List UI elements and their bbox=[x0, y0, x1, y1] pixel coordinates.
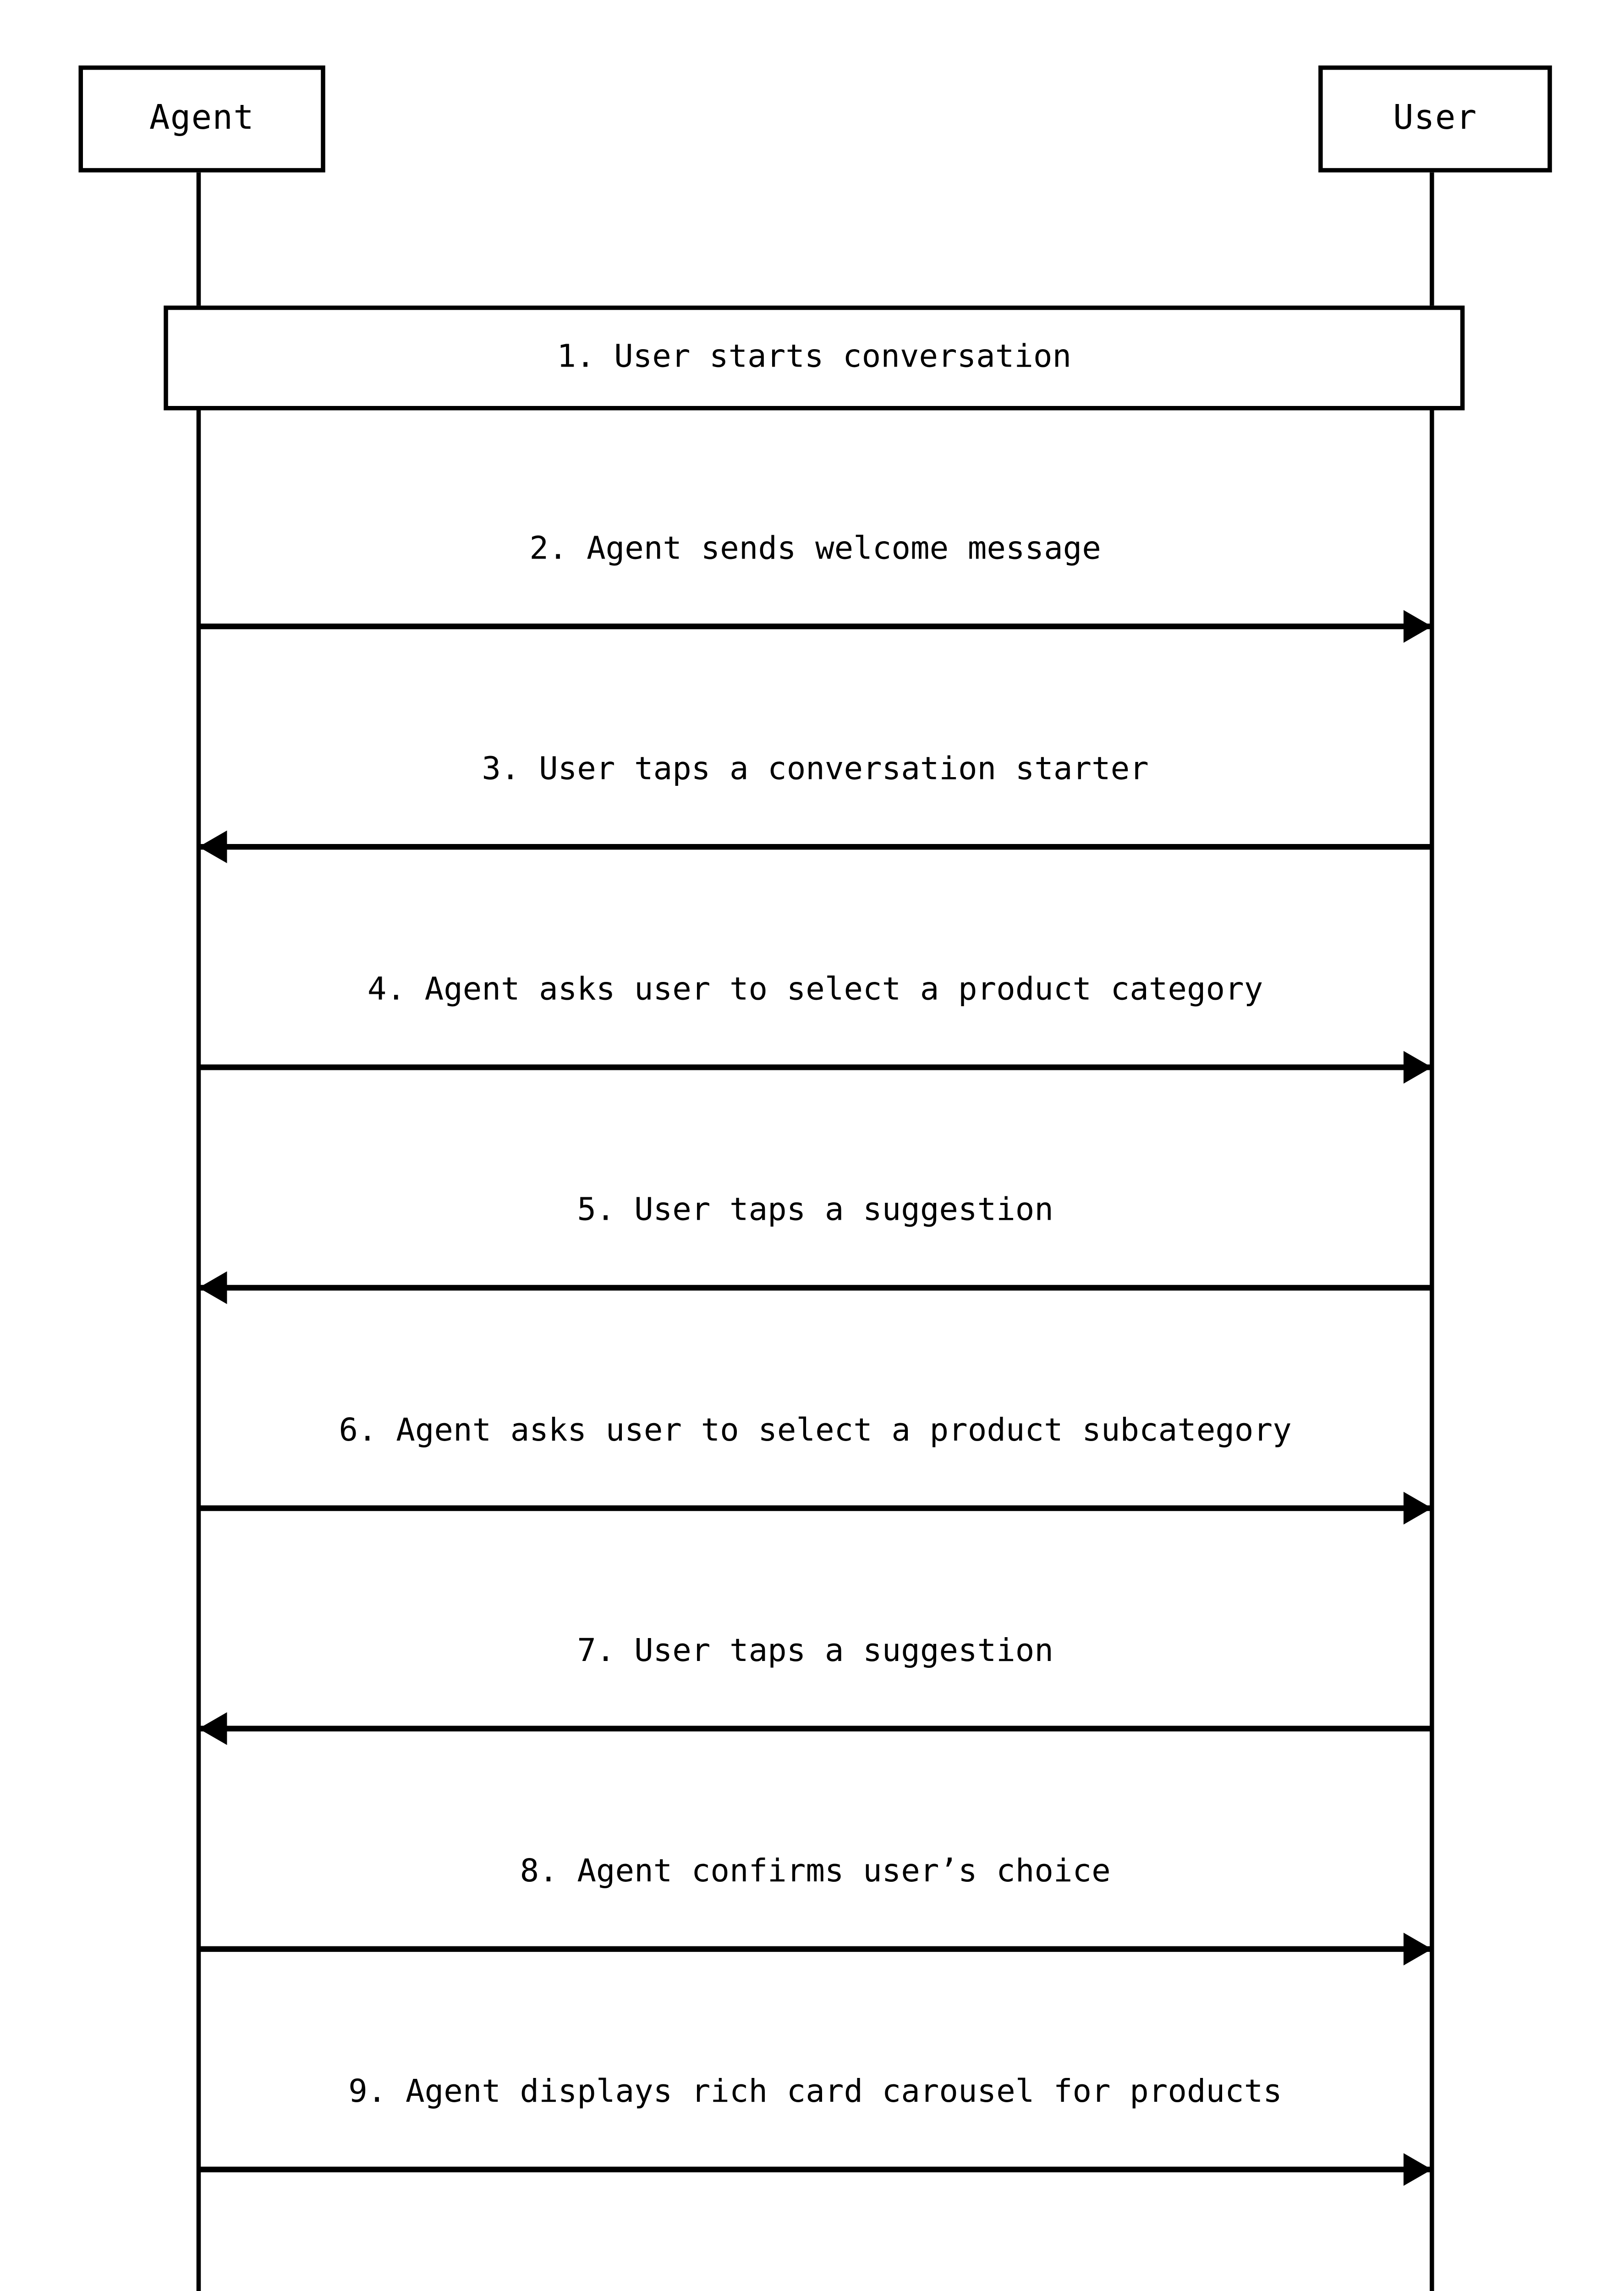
message-arrow-2 bbox=[198, 610, 1432, 643]
actor-label: User bbox=[1393, 98, 1477, 137]
message-label-7: 7. User taps a suggestion bbox=[577, 1634, 1053, 1670]
lifeline-user bbox=[1430, 172, 1434, 2291]
message-arrow-6 bbox=[198, 1491, 1432, 1525]
actor-head-box-user[interactable]: User bbox=[1318, 65, 1552, 173]
message-arrow-8 bbox=[198, 1932, 1432, 1966]
message-arrow-3 bbox=[198, 830, 1432, 863]
message-label-8: 8. Agent confirms user’s choice bbox=[520, 1855, 1111, 1891]
actor-label: Agent bbox=[149, 98, 255, 137]
message-label-3: 3. User taps a conversation starter bbox=[482, 753, 1149, 788]
step-note-1[interactable]: 1. User starts conversation bbox=[164, 305, 1465, 411]
message-arrow-5 bbox=[198, 1271, 1432, 1304]
message-label-4: 4. Agent asks user to select a product c… bbox=[367, 973, 1263, 1008]
message-label-5: 5. User taps a suggestion bbox=[577, 1194, 1053, 1229]
step-note-label: 1. User starts conversation bbox=[557, 340, 1072, 375]
lifeline-agent bbox=[197, 172, 201, 2291]
message-arrow-7 bbox=[198, 1712, 1432, 1745]
actor-head-box-agent[interactable]: Agent bbox=[78, 65, 325, 173]
message-label-2: 2. Agent sends welcome message bbox=[529, 532, 1101, 568]
message-arrow-4 bbox=[198, 1051, 1432, 1084]
message-label-6: 6. Agent asks user to select a product s… bbox=[339, 1414, 1292, 1449]
message-label-9: 9. Agent displays rich card carousel for… bbox=[348, 2075, 1282, 2111]
message-arrow-9 bbox=[198, 2153, 1432, 2186]
